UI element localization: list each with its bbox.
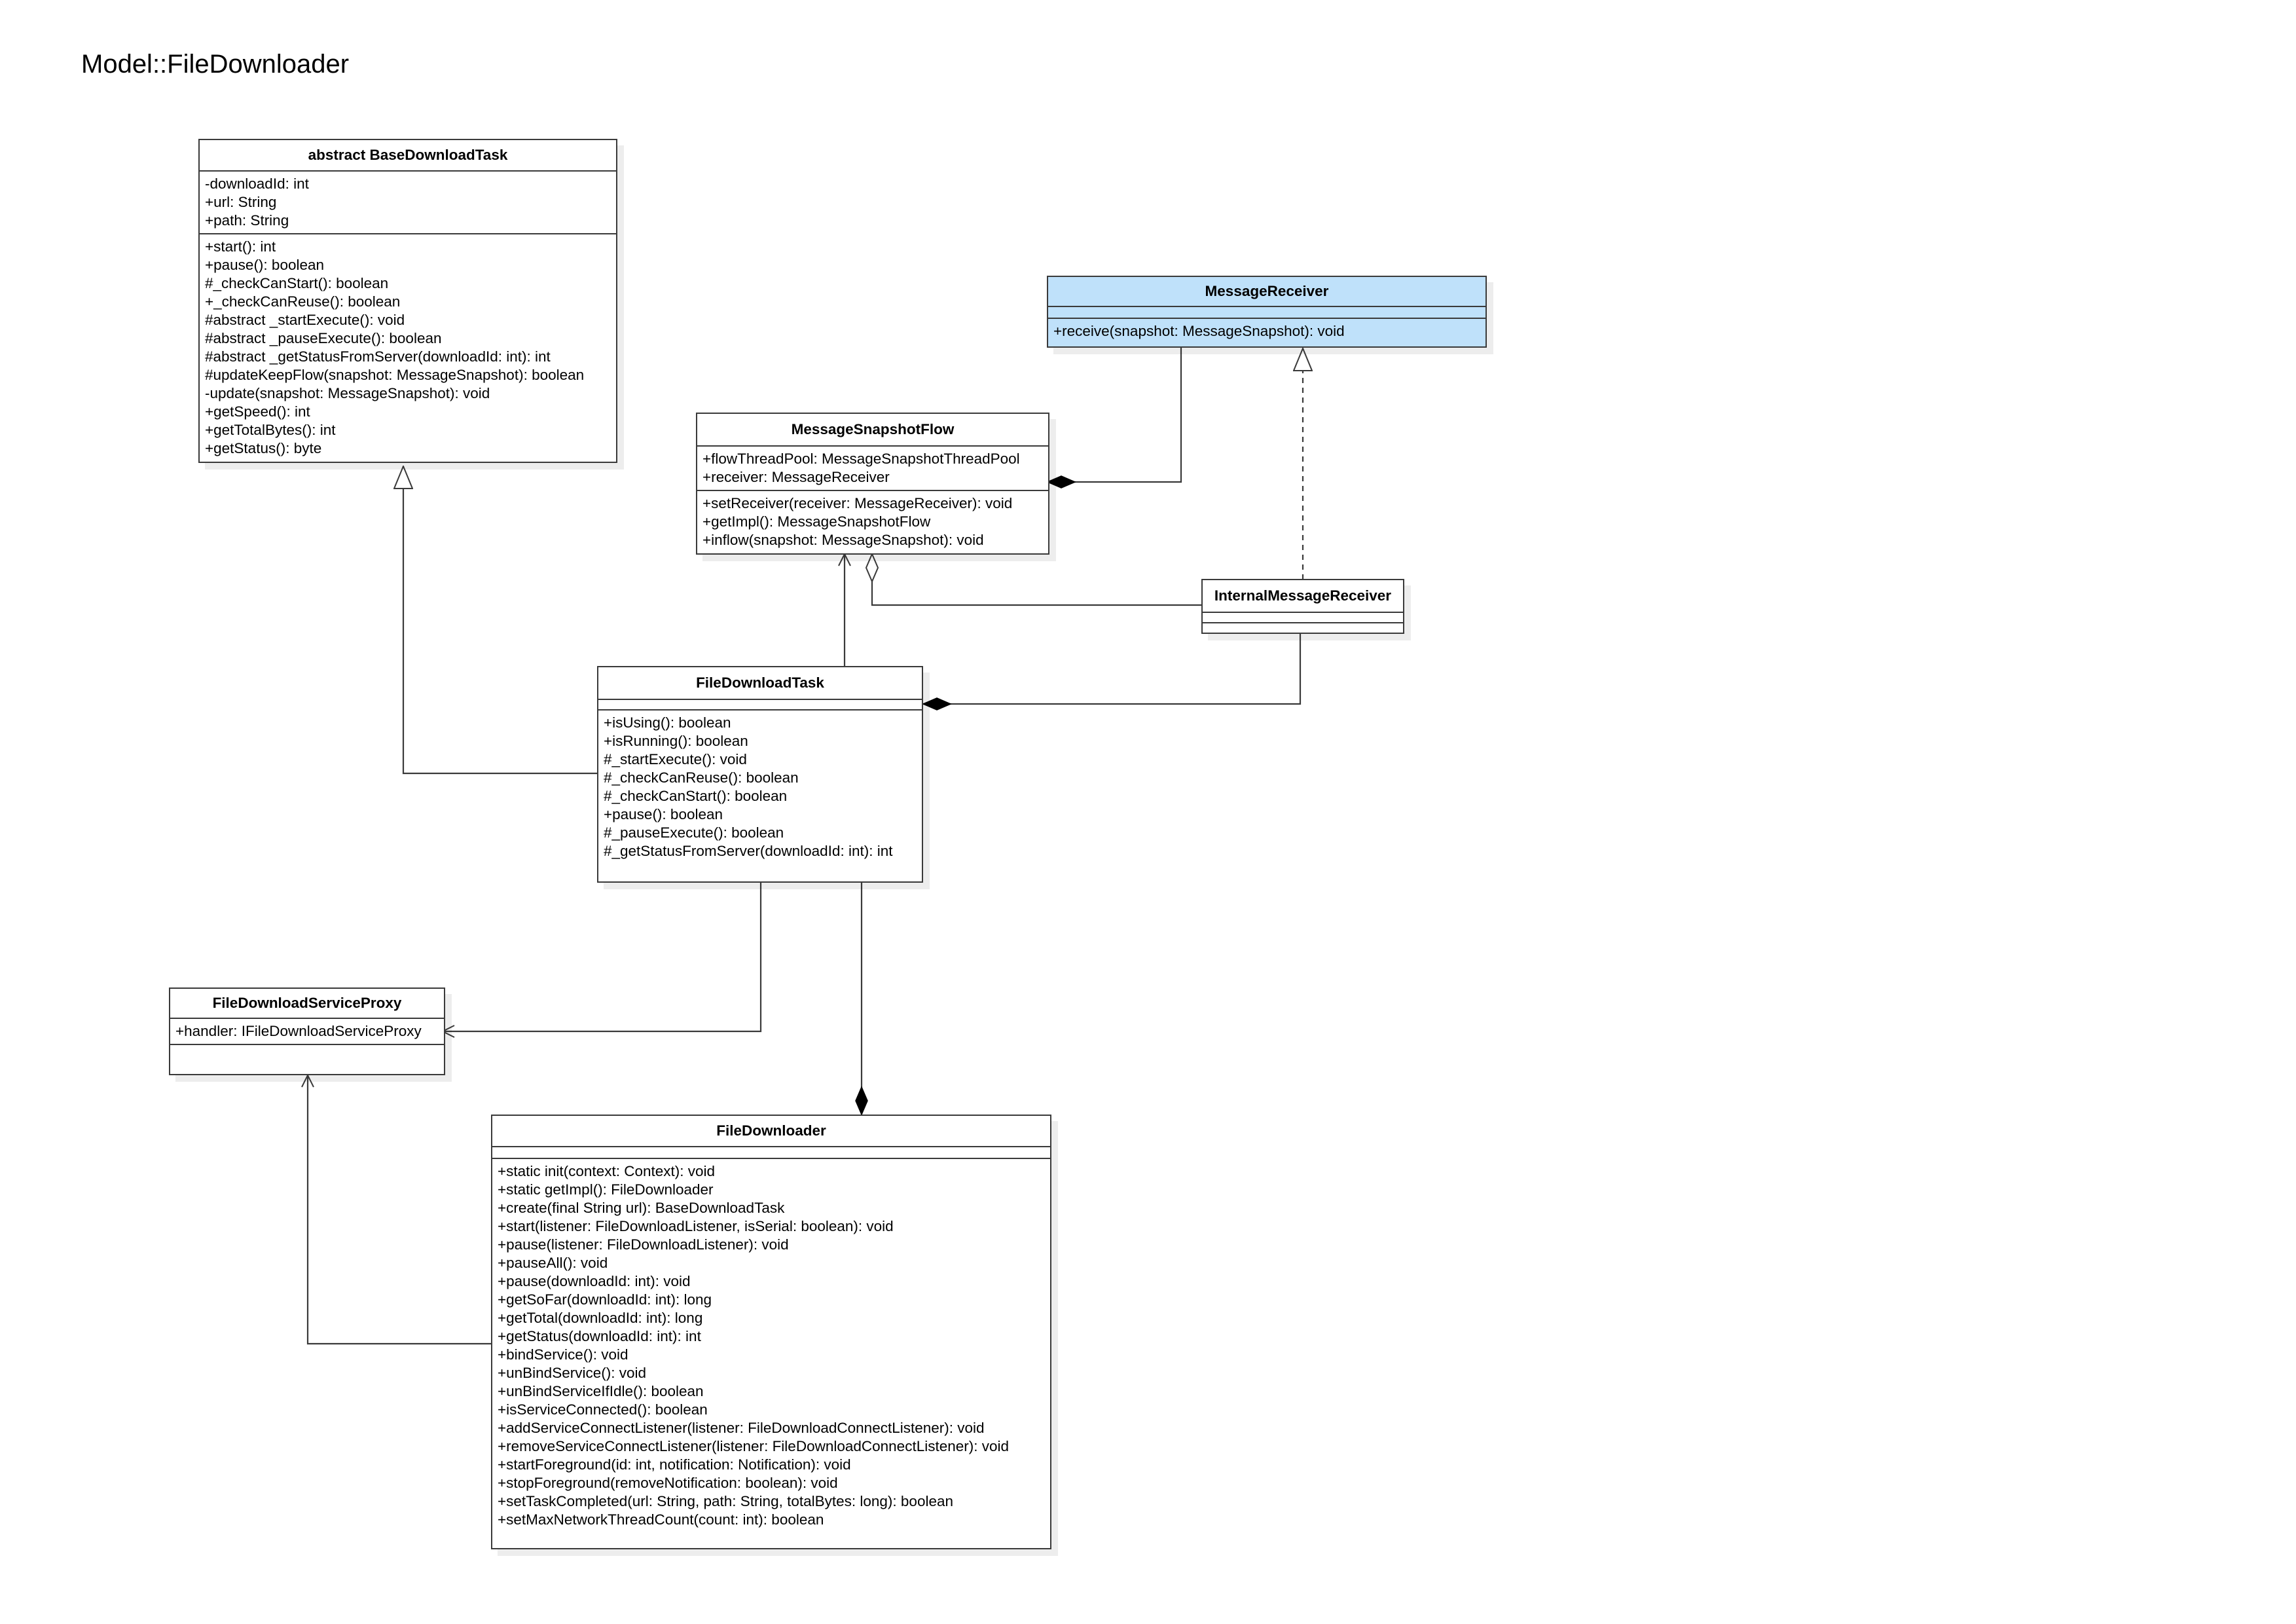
- attribute: +path: String: [205, 212, 289, 229]
- class-name: MessageSnapshotFlow: [697, 414, 1048, 447]
- operation: +create(final String url): BaseDownloadT…: [498, 1200, 785, 1216]
- operation: #abstract _getStatusFromServer(downloadI…: [205, 348, 551, 365]
- operation: #_checkCanReuse(): boolean: [604, 769, 799, 786]
- class-file-downloader[interactable]: FileDownloader +static init(context: Con…: [491, 1115, 1051, 1549]
- operation: +pause(listener: FileDownloadListener): …: [498, 1236, 789, 1253]
- class-name: abstract BaseDownloadTask: [200, 140, 616, 172]
- operation: +isServiceConnected(): boolean: [498, 1401, 708, 1418]
- operation: #_checkCanStart(): boolean: [205, 275, 389, 291]
- attributes-compartment: [1203, 613, 1403, 623]
- operation: +setReceiver(receiver: MessageReceiver):…: [702, 495, 1013, 511]
- operations-compartment: [1203, 623, 1403, 633]
- operation: #_getStatusFromServer(downloadId: int): …: [604, 843, 893, 859]
- operation: #_pauseExecute(): boolean: [604, 824, 784, 841]
- operation: #abstract _pauseExecute(): boolean: [205, 330, 442, 346]
- attribute: +receiver: MessageReceiver: [702, 469, 890, 485]
- operations-compartment: +isUsing(): boolean +isRunning(): boolea…: [598, 710, 922, 864]
- attributes-compartment: +handler: IFileDownloadServiceProxy: [170, 1019, 444, 1045]
- operation: +pauseAll(): void: [498, 1255, 608, 1271]
- operation: +stopForeground(removeNotification: bool…: [498, 1475, 838, 1491]
- attribute: +flowThreadPool: MessageSnapshotThreadPo…: [702, 451, 1020, 467]
- class-name: InternalMessageReceiver: [1203, 580, 1403, 613]
- operation: +start(listener: FileDownloadListener, i…: [498, 1218, 894, 1234]
- operation: #updateKeepFlow(snapshot: MessageSnapsho…: [205, 367, 585, 383]
- aggregation-connector-internal-receiver: [872, 554, 1201, 606]
- attribute: -downloadId: int: [205, 175, 309, 192]
- association-connector-service-proxy: [443, 883, 762, 1031]
- class-message-snapshot-flow[interactable]: MessageSnapshotFlow +flowThreadPool: Mes…: [696, 413, 1049, 555]
- composition-connector-internal-receiver: [923, 633, 1302, 704]
- attributes-compartment: [1048, 307, 1485, 319]
- class-internal-message-receiver[interactable]: InternalMessageReceiver: [1201, 579, 1404, 634]
- operations-compartment: +static init(context: Context): void +st…: [492, 1159, 1050, 1532]
- operation: +getStatus(downloadId: int): int: [498, 1328, 701, 1344]
- operation: +static getImpl(): FileDownloader: [498, 1181, 714, 1198]
- class-name: FileDownloader: [492, 1116, 1050, 1147]
- attribute: +handler: IFileDownloadServiceProxy: [175, 1023, 422, 1039]
- class-base-download-task[interactable]: abstract BaseDownloadTask -downloadId: i…: [198, 139, 617, 463]
- operation: +inflow(snapshot: MessageSnapshot): void: [702, 532, 984, 548]
- operation: +unBindServiceIfIdle(): boolean: [498, 1383, 704, 1399]
- operation: +unBindService(): void: [498, 1365, 646, 1381]
- operation: +getTotalBytes(): int: [205, 422, 336, 438]
- operation: +getSpeed(): int: [205, 403, 310, 420]
- attribute: +url: String: [205, 194, 277, 210]
- operation: #_checkCanStart(): boolean: [604, 788, 788, 804]
- operation: +pause(downloadId: int): void: [498, 1273, 691, 1289]
- operation: +bindService(): void: [498, 1346, 629, 1363]
- class-name: FileDownloadServiceProxy: [170, 989, 444, 1019]
- association-connector-downloader-proxy: [308, 1075, 491, 1345]
- operation: +start(): int: [205, 238, 276, 255]
- operation: +receive(snapshot: MessageSnapshot): voi…: [1053, 323, 1345, 339]
- class-file-download-service-proxy[interactable]: FileDownloadServiceProxy +handler: IFile…: [169, 987, 445, 1075]
- operation: +isRunning(): boolean: [604, 733, 748, 749]
- operations-compartment: [170, 1045, 444, 1071]
- operation: +startForeground(id: int, notification: …: [498, 1456, 851, 1473]
- attributes-compartment: [492, 1147, 1050, 1159]
- operation: +removeServiceConnectListener(listener: …: [498, 1438, 1010, 1454]
- operation: +getSoFar(downloadId: int): long: [498, 1291, 712, 1308]
- operation: +setMaxNetworkThreadCount(count: int): b…: [498, 1511, 824, 1528]
- operation: +pause(): boolean: [205, 257, 325, 273]
- operation: +setTaskCompleted(url: String, path: Str…: [498, 1493, 953, 1509]
- operations-compartment: +setReceiver(receiver: MessageReceiver):…: [697, 491, 1048, 553]
- class-message-receiver[interactable]: MessageReceiver +receive(snapshot: Messa…: [1047, 276, 1487, 348]
- operation: -update(snapshot: MessageSnapshot): void: [205, 385, 490, 401]
- operations-compartment: +start(): int +pause(): boolean #_checkC…: [200, 234, 616, 461]
- operation: +pause(): boolean: [604, 806, 723, 822]
- operation: +getTotal(downloadId: int): long: [498, 1310, 703, 1326]
- operation: +addServiceConnectListener(listener: Fil…: [498, 1420, 985, 1436]
- attributes-compartment: +flowThreadPool: MessageSnapshotThreadPo…: [697, 447, 1048, 491]
- diagram-title: Model::FileDownloader: [81, 50, 350, 79]
- operation: +getImpl(): MessageSnapshotFlow: [702, 513, 931, 530]
- operation: #_startExecute(): void: [604, 751, 747, 767]
- operation: +getStatus(): byte: [205, 440, 322, 456]
- class-name: MessageReceiver: [1048, 277, 1485, 307]
- class-file-download-task[interactable]: FileDownloadTask +isUsing(): boolean +is…: [597, 666, 923, 883]
- operations-compartment: +receive(snapshot: MessageSnapshot): voi…: [1048, 319, 1485, 344]
- attributes-compartment: [598, 700, 922, 710]
- attributes-compartment: -downloadId: int +url: String +path: Str…: [200, 172, 616, 234]
- generalization-connector: [403, 466, 597, 775]
- operation: #abstract _startExecute(): void: [205, 312, 405, 328]
- operation: +static init(context: Context): void: [498, 1163, 716, 1179]
- class-name: FileDownloadTask: [598, 667, 922, 700]
- operation: +isUsing(): boolean: [604, 714, 731, 731]
- operation: +_checkCanReuse(): boolean: [205, 293, 401, 310]
- composition-connector-receiver: [1048, 348, 1182, 482]
